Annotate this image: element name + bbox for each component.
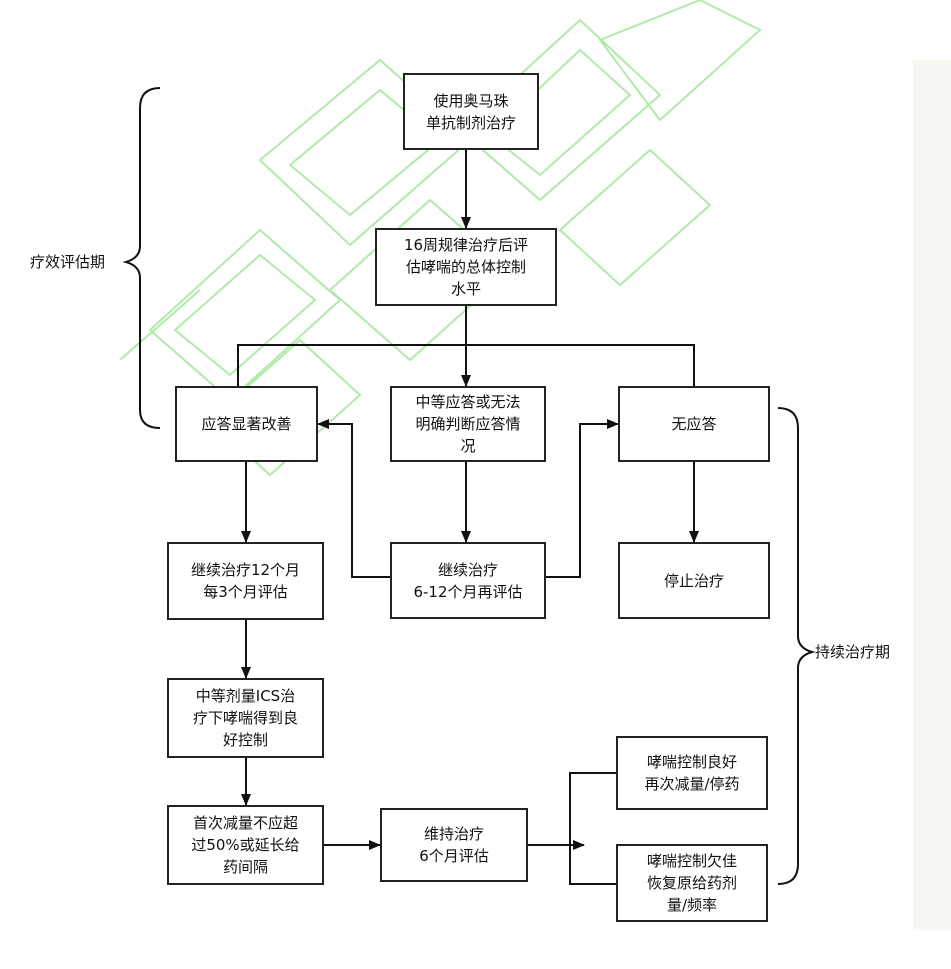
evaluation-phase-label: 疗效评估期 bbox=[30, 253, 106, 271]
stop-treatment-node: 停止治疗 bbox=[618, 542, 770, 619]
continuation-brace bbox=[777, 407, 816, 885]
assess-16-weeks-node: 16周规律治疗后评 估哮喘的总体控制 水平 bbox=[375, 228, 557, 306]
continue-6-12-months-node: 继续治疗 6-12个月再评估 bbox=[390, 542, 546, 619]
continuation-phase-label: 持续治疗期 bbox=[815, 643, 891, 661]
evaluation-brace bbox=[122, 87, 161, 429]
continue-12-months-node: 继续治疗12个月 每3个月评估 bbox=[167, 542, 324, 620]
significant-response-node: 应答显著改善 bbox=[175, 386, 318, 462]
maintain-treatment-node: 维持治疗 6个月评估 bbox=[380, 808, 528, 882]
good-control-node: 哮喘控制良好 再次减量/停药 bbox=[616, 736, 768, 810]
dose-reduction-node: 首次减量不应超 过50%或延长给 药间隔 bbox=[167, 805, 324, 885]
poor-control-node: 哮喘控制欠佳 恢复原给药剂 量/频率 bbox=[616, 844, 768, 922]
moderate-response-node: 中等应答或无法 明确判断应答情 况 bbox=[390, 386, 546, 462]
well-controlled-node: 中等剂量ICS治 疗下哮喘得到良 好控制 bbox=[167, 678, 324, 758]
no-response-node: 无应答 bbox=[618, 386, 770, 462]
start-treatment-node: 使用奥马珠 单抗制剂治疗 bbox=[403, 73, 539, 150]
